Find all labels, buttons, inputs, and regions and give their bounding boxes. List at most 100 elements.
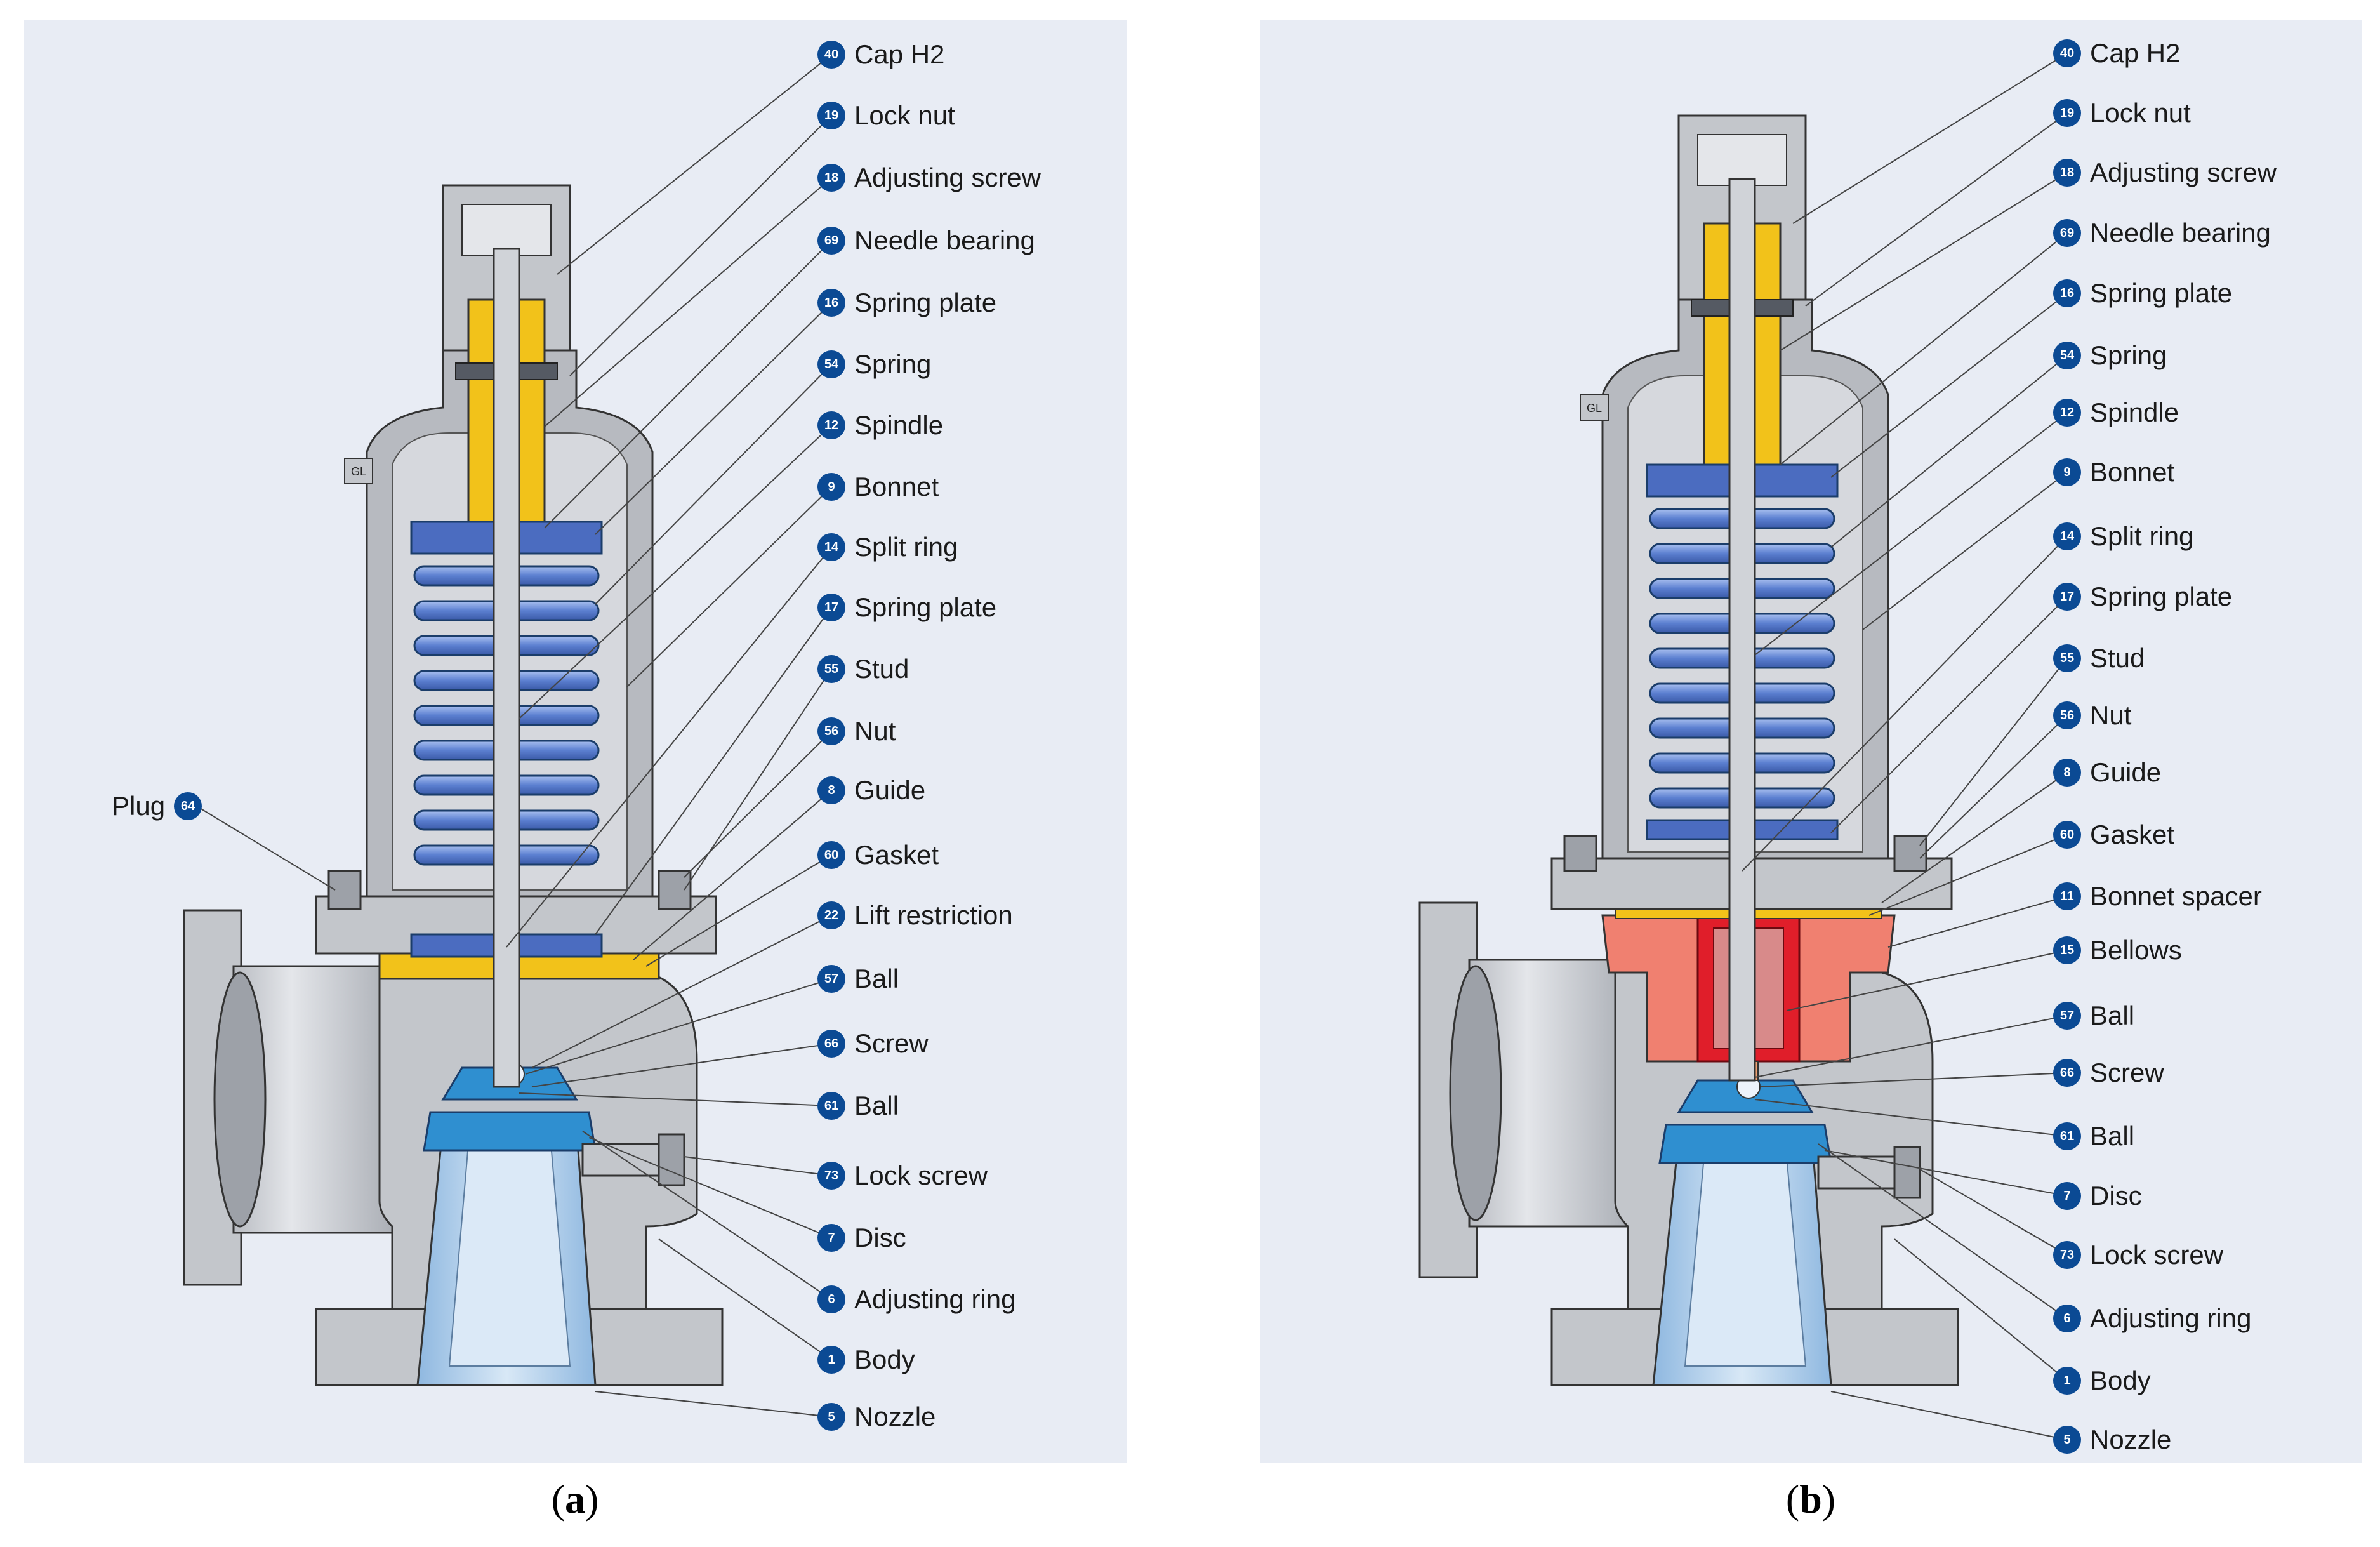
callout-label: Spring plate [854, 592, 997, 622]
callout-label: Guide [2090, 757, 2162, 787]
callout-number-badge: 7 [2053, 1182, 2081, 1210]
callout-number-badge: 57 [817, 965, 845, 993]
valve-body-a [183, 909, 724, 1386]
callout-item: 8 Guide [817, 771, 925, 809]
callout-number-badge: 56 [817, 717, 845, 745]
callout-number-badge: 1 [817, 1346, 845, 1374]
callout-label: Ball [854, 964, 899, 993]
callout-label: Gasket [854, 840, 939, 870]
callout-label: Disc [2090, 1181, 2142, 1211]
callout-number-badge: 40 [817, 41, 845, 69]
callout-label: Nozzle [2090, 1424, 2172, 1454]
callout-label: Adjusting screw [854, 163, 1041, 192]
callout-number-badge: 40 [2053, 39, 2081, 67]
panel-caption-a: (a) [551, 1477, 599, 1522]
callout-label: Nozzle [854, 1402, 936, 1431]
callout-number-badge: 17 [817, 594, 845, 621]
seal-tag-label: GL [1587, 402, 1602, 415]
callout-label: Bonnet [2090, 457, 2175, 487]
callout-number-badge: 15 [2053, 936, 2081, 964]
valve-bonnet-a: GL [315, 184, 717, 1088]
callout-number-badge: 66 [817, 1030, 845, 1058]
callout-label: Lock nut [2090, 98, 2191, 128]
callout-label: Spindle [2090, 397, 2179, 427]
callout-number-badge: 66 [2053, 1059, 2081, 1087]
callout-item: 40 Cap H2 [2053, 34, 2180, 72]
callout-label: Spindle [854, 410, 944, 440]
callout-label: Guide [854, 775, 926, 805]
callout-item: 17 Spring plate [817, 588, 996, 627]
callout-item: 56 Nut [2053, 696, 2131, 734]
callout-number-badge: 54 [817, 350, 845, 378]
callout-label: Adjusting ring [854, 1284, 1016, 1314]
callout-number-badge: 11 [2053, 882, 2081, 910]
callout-label: Cap H2 [2090, 38, 2181, 68]
callout-number-badge: 19 [2053, 99, 2081, 127]
callout-label: Needle bearing [854, 225, 1035, 255]
callout-number-badge: 56 [2053, 701, 2081, 729]
callout-label: Lock screw [854, 1160, 988, 1190]
callout-number-badge: 73 [2053, 1241, 2081, 1269]
callout-label: Spring plate [854, 288, 997, 317]
callout-label: Cap H2 [854, 39, 945, 69]
callout-item: 57 Ball [2053, 997, 2134, 1035]
callout-number-badge: 17 [2053, 583, 2081, 611]
callout-number-badge: 55 [817, 655, 845, 683]
callout-number-badge: 55 [2053, 644, 2081, 672]
callout-label: Bonnet spacer [2090, 881, 2262, 911]
callout-number-badge: 18 [817, 164, 845, 192]
valve-bonnet-b: GL [1550, 114, 1953, 1082]
callout-label: Adjusting screw [2090, 157, 2277, 187]
callout-item: 14 Split ring [817, 528, 958, 566]
panel-caption-letter: a [565, 1477, 585, 1522]
callout-number-badge: 60 [2053, 821, 2081, 849]
callout-item: 5 Nozzle [817, 1398, 935, 1436]
callout-item: 66 Screw [2053, 1054, 2164, 1092]
callout-number-badge: 69 [2053, 219, 2081, 247]
callout-item: 60 Gasket [2053, 816, 2174, 854]
callout-number-badge: 19 [817, 102, 845, 129]
figure-panel-a: GL [24, 20, 1127, 1463]
callout-label: Lock nut [854, 100, 955, 130]
callout-label: Screw [2090, 1058, 2164, 1087]
callout-label: Stud [2090, 643, 2145, 673]
callout-number-badge: 8 [817, 776, 845, 804]
callout-number-badge: 7 [817, 1224, 845, 1252]
callout-number-badge: 57 [2053, 1002, 2081, 1030]
callout-label: Nut [2090, 700, 2132, 730]
callout-label: Spring plate [2090, 581, 2233, 611]
callout-number-badge: 64 [174, 792, 202, 820]
callout-number-badge: 14 [817, 533, 845, 561]
callout-item: 55 Stud [2053, 639, 2145, 677]
callout-number-badge: 69 [817, 227, 845, 255]
callout-label: Disc [854, 1223, 906, 1252]
callout-number-badge: 5 [817, 1403, 845, 1431]
callout-number-badge: 6 [817, 1285, 845, 1313]
callout-number-badge: 22 [817, 901, 845, 929]
callout-label: Split ring [854, 532, 958, 562]
callout-label: Gasket [2090, 820, 2175, 849]
callout-item: 69 Needle bearing [817, 222, 1035, 260]
callout-label: Body [2090, 1365, 2151, 1395]
valve-body-b [1418, 901, 1959, 1386]
callout-label: Nut [854, 716, 896, 746]
callout-item: 7 Disc [2053, 1177, 2142, 1215]
callout-label: Ball [2090, 1000, 2135, 1030]
callout-plug: Plug 64 [112, 787, 202, 825]
callout-item: 19 Lock nut [2053, 94, 2191, 132]
callout-item: 40 Cap H2 [817, 36, 944, 74]
callout-item: 18 Adjusting screw [817, 159, 1041, 197]
